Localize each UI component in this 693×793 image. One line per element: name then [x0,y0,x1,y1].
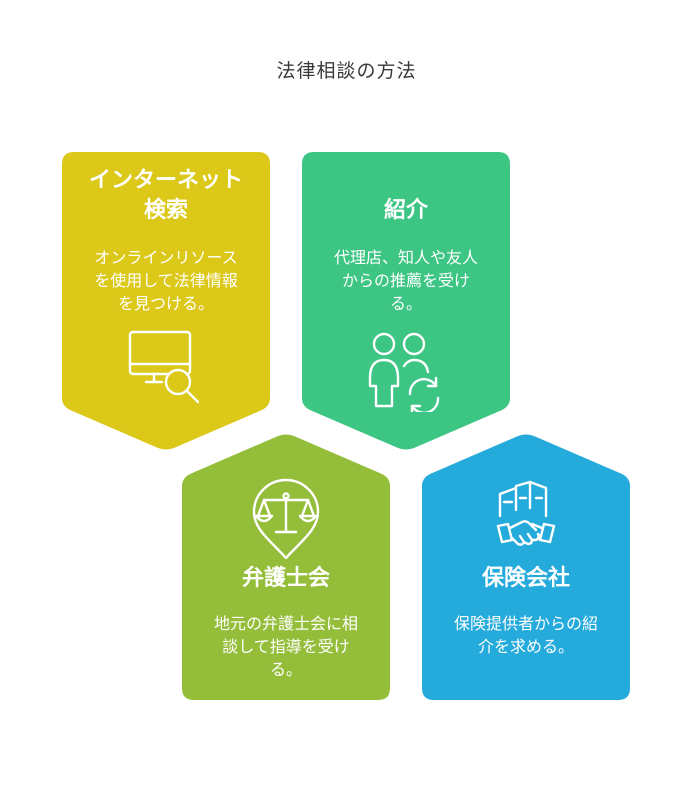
card-shape [422,434,630,700]
card-shape [62,152,270,450]
card-heading: 弁護士会 [241,566,330,591]
scales-pin-icon [252,478,320,560]
card-shape [182,434,390,700]
card-shape [302,152,510,450]
card-heading: 保険会社 [481,566,570,591]
people-refresh-icon [368,332,440,412]
card-internet-search: インターネット 検索 オンラインリソース を使用して法律情報 を見つける。 [62,152,270,450]
card-bar-association: 弁護士会 地元の弁護士会に相 談して指導を受け る。 [182,434,390,700]
handshake-building-icon [496,480,556,546]
card-heading: 紹介 [383,198,428,223]
card-insurance-company: 保険会社 保険提供者からの紹 介を求める。 [422,434,630,700]
card-description: 地元の弁護士会に相 談して指導を受け る。 [213,614,358,679]
card-description: 代理店、知人や友人 からの推薦を受け る。 [333,248,478,313]
card-description: 保険提供者からの紹 介を求める。 [453,614,598,656]
card-heading: インターネット 検索 [88,168,243,223]
card-description: オンラインリソース を使用して法律情報 を見つける。 [94,248,238,313]
page-title: 法律相談の方法 [276,60,417,82]
monitor-search-icon [128,330,200,404]
card-referral: 紹介 代理店、知人や友人 からの推薦を受け る。 [302,152,510,450]
